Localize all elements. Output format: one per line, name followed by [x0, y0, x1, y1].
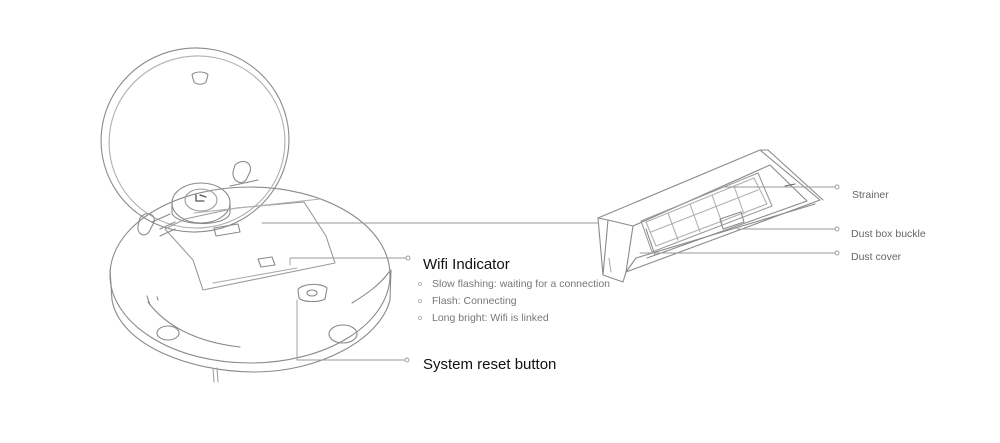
wifi-state-long-bright: Long bright: Wifi is linked [432, 312, 549, 324]
wifi-state-flash: Flash: Connecting [432, 295, 517, 307]
robot-vacuum-illustration [100, 47, 392, 383]
dust-box-illustration [597, 149, 824, 283]
wifi-indicator-title: Wifi Indicator [423, 256, 510, 273]
wifi-state-slow-flashing: Slow flashing: waiting for a connection [432, 278, 611, 290]
wifi-state-bullets [417, 281, 423, 321]
strainer-label: Strainer [852, 189, 889, 201]
dust-cover-label: Dust cover [851, 251, 902, 263]
dust-box-buckle-label: Dust box buckle [851, 228, 926, 240]
callout-lines [261, 184, 840, 363]
system-reset-button-label: System reset button [423, 356, 557, 373]
